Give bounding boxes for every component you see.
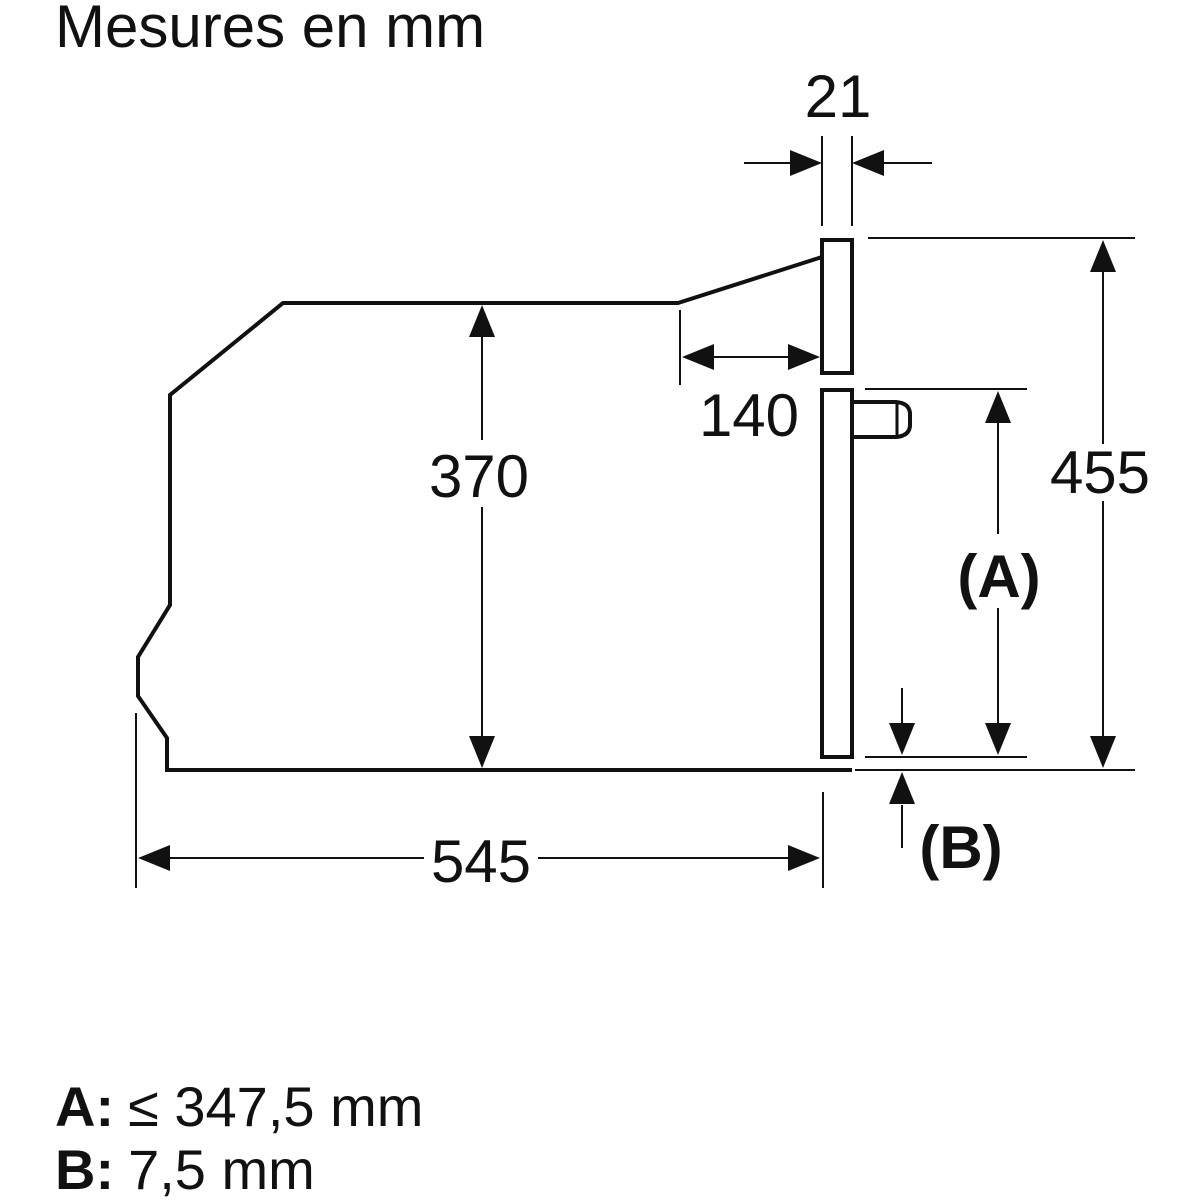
dimension-body-height: 370 xyxy=(429,305,529,768)
arrowhead-down xyxy=(469,736,495,768)
dim-label-b: (B) xyxy=(919,814,1002,881)
appliance-body-outline xyxy=(136,255,852,772)
dim-label-545: 545 xyxy=(431,828,531,895)
dim-label-140: 140 xyxy=(699,382,799,449)
dim-label-a: (A) xyxy=(957,543,1040,610)
diagram-title: Mesures en mm xyxy=(55,0,485,60)
dimension-door-thickness: 21 xyxy=(744,63,932,226)
arrowhead-up xyxy=(1090,240,1116,272)
dim-label-370: 370 xyxy=(429,443,529,510)
arrowhead-left xyxy=(138,845,170,871)
arrowhead-down xyxy=(985,723,1011,755)
arrowhead-down xyxy=(889,723,915,755)
dimension-a: (A) xyxy=(865,388,1041,758)
dimension-top-recess: 140 xyxy=(679,310,820,449)
legend-row-a: A:≤ 347,5 mm xyxy=(55,1075,423,1138)
arrowhead-right xyxy=(790,150,822,176)
oven-door-panel-lower xyxy=(820,388,854,759)
legend: A:≤ 347,5 mm B:7,5 mm xyxy=(55,1075,423,1200)
dimension-b: (B) xyxy=(889,688,1003,881)
oven-door-panel-upper xyxy=(820,238,854,375)
arrowhead-down xyxy=(1090,736,1116,768)
arrowhead-right xyxy=(788,845,820,871)
legend-key-b: B: xyxy=(55,1138,114,1200)
arrowhead-up xyxy=(889,772,915,804)
arrowhead-right xyxy=(788,344,820,370)
legend-row-b: B:7,5 mm xyxy=(55,1138,315,1200)
legend-key-a: A: xyxy=(55,1075,114,1138)
arrowhead-up xyxy=(985,391,1011,423)
dimension-body-depth: 545 xyxy=(135,713,824,895)
dim-label-455: 455 xyxy=(1050,439,1150,506)
arrowhead-left xyxy=(852,150,884,176)
arrowhead-left xyxy=(682,344,714,370)
arrowhead-up xyxy=(469,305,495,337)
legend-value-b: 7,5 mm xyxy=(128,1138,315,1200)
door-handle xyxy=(852,400,912,439)
appliance-drawing xyxy=(136,238,1135,772)
legend-value-a: ≤ 347,5 mm xyxy=(128,1075,423,1138)
dimension-front-height: 455 xyxy=(868,237,1150,768)
dim-label-21: 21 xyxy=(805,63,872,130)
